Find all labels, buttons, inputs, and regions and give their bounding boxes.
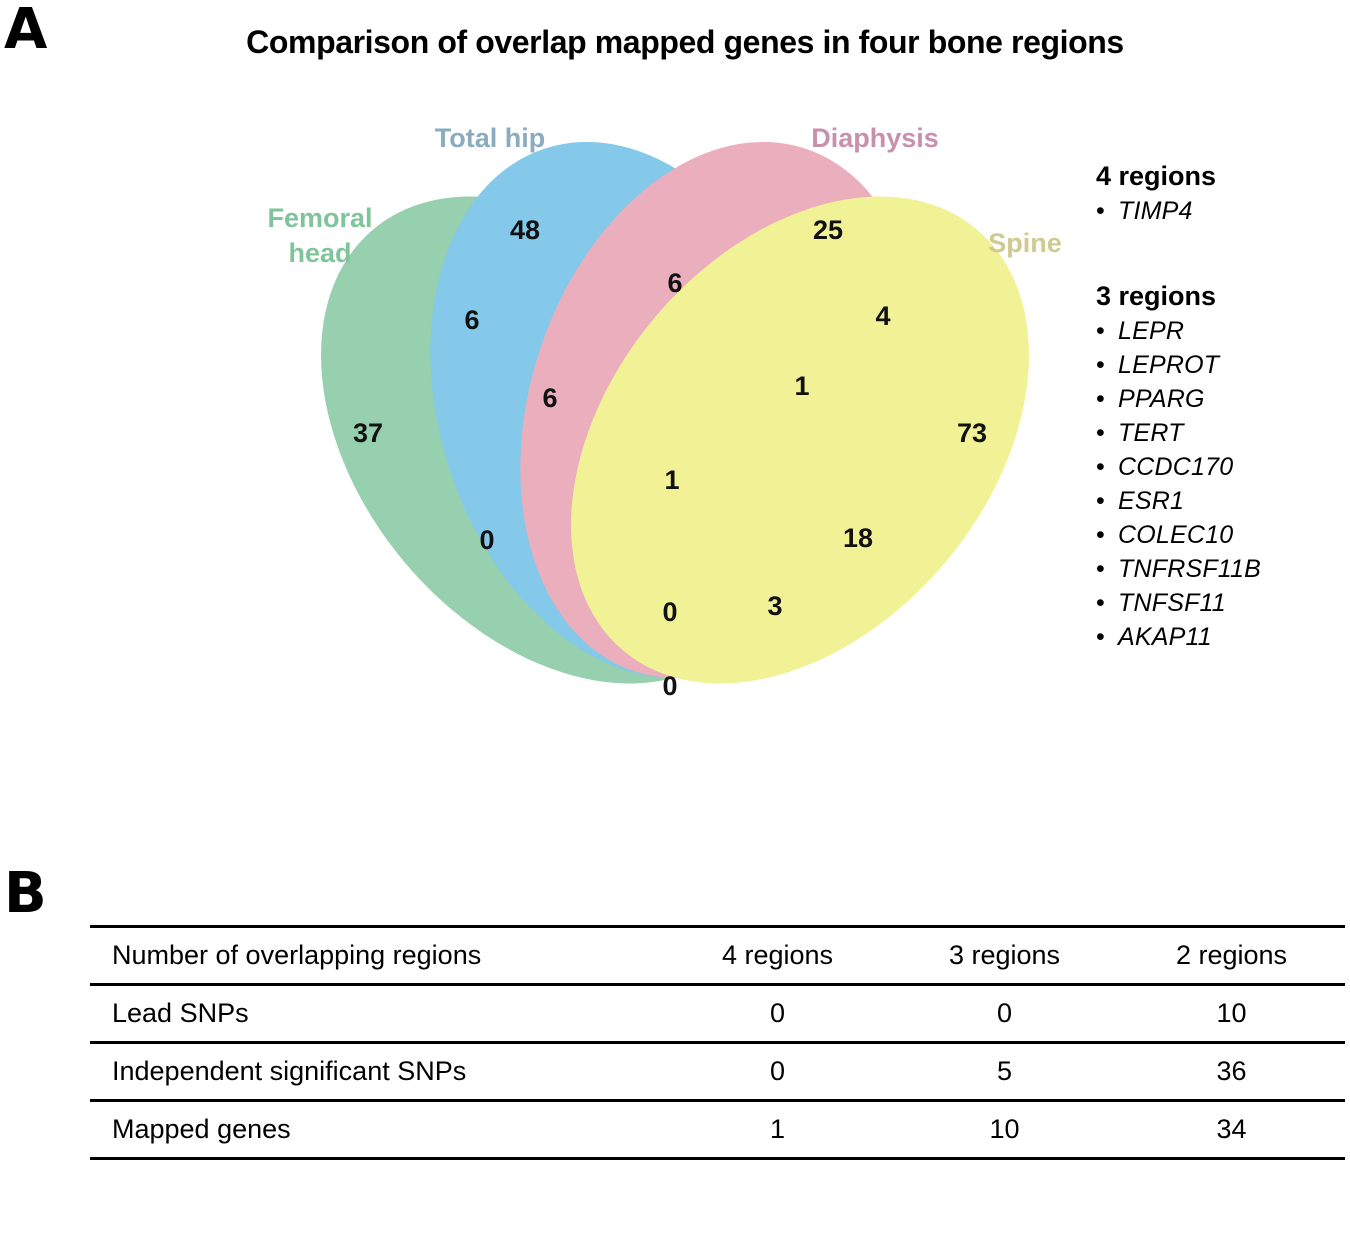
venn-count-femoral-head-diaphysis-spine: 0 — [662, 671, 677, 701]
overlap-summary-table: Number of overlapping regions 4 regions … — [90, 925, 1345, 1160]
gene-list-item: • TERT — [1096, 416, 1346, 450]
gene-name: TNFRSF11B — [1118, 555, 1262, 583]
venn-count-femoral-head-spine: 0 — [662, 597, 677, 627]
venn-diagram: Femoral head Total hip Diaphysis Spine 3… — [250, 110, 1080, 750]
row-label-mapped-genes: Mapped genes — [112, 1114, 291, 1144]
venn-svg: Femoral head Total hip Diaphysis Spine 3… — [267, 123, 1062, 701]
gene-list-3-regions: • LEPR • LEPROT • PPARG • TERT • CCDC170… — [1096, 314, 1346, 654]
venn-count-diaphysis-spine: 4 — [875, 301, 890, 331]
venn-label-femoral-head-line2: head — [288, 238, 351, 268]
venn-count-total-hip-diaphysis: 6 — [667, 268, 682, 298]
gene-name: LEPR — [1118, 317, 1185, 345]
bullet-icon: • — [1096, 351, 1105, 379]
cell-mapped-genes-2-regions: 34 — [1216, 1114, 1247, 1144]
gene-name: PPARG — [1118, 385, 1205, 413]
gene-list-item: • ESR1 — [1096, 484, 1346, 518]
row-label-independent-significant-snps: Independent significant SNPs — [112, 1056, 467, 1086]
column-header-label: Number of overlapping regions — [112, 940, 482, 970]
venn-count-femoral-head-total-hip-diaphysis: 6 — [542, 383, 557, 413]
gene-name: AKAP11 — [1118, 623, 1212, 651]
gene-list-item: • TIMP4 — [1096, 194, 1346, 228]
venn-count-femoral-head: 37 — [353, 418, 383, 448]
gene-name: ESR1 — [1118, 487, 1185, 515]
bullet-icon: • — [1096, 419, 1105, 447]
gene-group-3-regions-heading: 3 regions — [1096, 281, 1217, 311]
venn-count-diaphysis: 25 — [813, 215, 843, 245]
gene-list-item: • PPARG — [1096, 382, 1346, 416]
cell-independent-snps-4-regions: 0 — [769, 1056, 785, 1086]
bullet-icon: • — [1096, 317, 1105, 345]
gene-list-item: • TNFSF11 — [1096, 586, 1346, 620]
table-row: Independent significant SNPs 0 5 36 — [90, 1043, 1345, 1101]
gene-name: TNFSF11 — [1118, 589, 1226, 617]
venn-count-total-hip-diaphysis-spine: 1 — [794, 371, 809, 401]
venn-count-total-hip: 48 — [510, 215, 540, 245]
table-row: Mapped genes 1 10 34 — [90, 1101, 1345, 1159]
cell-lead-snps-2-regions: 10 — [1216, 998, 1247, 1028]
bullet-icon: • — [1096, 589, 1105, 617]
gene-list-item: • TNFRSF11B — [1096, 552, 1346, 586]
table-header: Number of overlapping regions 4 regions … — [90, 926, 1345, 985]
bullet-icon: • — [1096, 521, 1105, 549]
gene-name: COLEC10 — [1118, 521, 1234, 549]
bullet-icon: • — [1096, 555, 1105, 583]
gene-name: CCDC170 — [1118, 453, 1234, 481]
venn-count-all-four: 1 — [664, 465, 679, 495]
venn-label-total-hip: Total hip — [435, 123, 545, 153]
figure-title: Comparison of overlap mapped genes in fo… — [246, 24, 1124, 60]
panel-a-letter: A — [4, 0, 48, 62]
panel-b-letter: B — [4, 861, 47, 926]
gene-list-item: • COLEC10 — [1096, 518, 1346, 552]
venn-count-femoral-head-total-hip: 6 — [464, 305, 479, 335]
bullet-icon: • — [1096, 197, 1105, 225]
gene-group-4-regions: 4 regions • TIMP4 — [1096, 160, 1346, 228]
venn-count-spine: 73 — [957, 418, 987, 448]
cell-mapped-genes-3-regions: 10 — [989, 1114, 1020, 1144]
gene-list-item: • LEPROT — [1096, 348, 1346, 382]
gene-group-4-regions-heading: 4 regions — [1096, 161, 1217, 191]
gene-list-item: • CCDC170 — [1096, 450, 1346, 484]
venn-label-femoral-head-line1: Femoral — [267, 203, 372, 233]
cell-lead-snps-3-regions: 0 — [996, 998, 1012, 1028]
bullet-icon: • — [1096, 385, 1105, 413]
venn-ellipse-spine — [571, 196, 1029, 684]
column-header-3-regions: 3 regions — [948, 940, 1061, 970]
table-header-row: Number of overlapping regions 4 regions … — [90, 926, 1345, 985]
cell-mapped-genes-4-regions: 1 — [769, 1114, 785, 1144]
gene-list-4-regions: • TIMP4 — [1096, 194, 1346, 228]
cell-lead-snps-4-regions: 0 — [769, 998, 785, 1028]
venn-count-total-hip-spine: 18 — [843, 523, 873, 553]
gene-name: TERT — [1118, 419, 1184, 447]
gene-name: TIMP4 — [1118, 197, 1193, 225]
cell-independent-snps-3-regions: 5 — [996, 1056, 1012, 1086]
gene-name: LEPROT — [1118, 351, 1220, 379]
column-header-4-regions: 4 regions — [721, 940, 834, 970]
gene-list-item: • AKAP11 — [1096, 620, 1346, 654]
venn-label-spine: Spine — [988, 228, 1062, 258]
column-header-2-regions: 2 regions — [1175, 940, 1288, 970]
gene-list-item: • LEPR — [1096, 314, 1346, 348]
bullet-icon: • — [1096, 487, 1105, 515]
gene-group-3-regions: 3 regions • LEPR • LEPROT • PPARG • TERT… — [1096, 280, 1346, 654]
cell-independent-snps-2-regions: 36 — [1216, 1056, 1247, 1086]
venn-label-diaphysis: Diaphysis — [811, 123, 939, 153]
table-row: Lead SNPs 0 0 10 — [90, 985, 1345, 1043]
row-label-lead-snps: Lead SNPs — [112, 998, 249, 1028]
table-body: Lead SNPs 0 0 10 Independent significant… — [90, 985, 1345, 1159]
bullet-icon: • — [1096, 453, 1105, 481]
venn-count-femoral-head-total-hip-spine: 3 — [767, 591, 782, 621]
bullet-icon: • — [1096, 623, 1105, 651]
venn-count-femoral-head-diaphysis: 0 — [479, 525, 494, 555]
